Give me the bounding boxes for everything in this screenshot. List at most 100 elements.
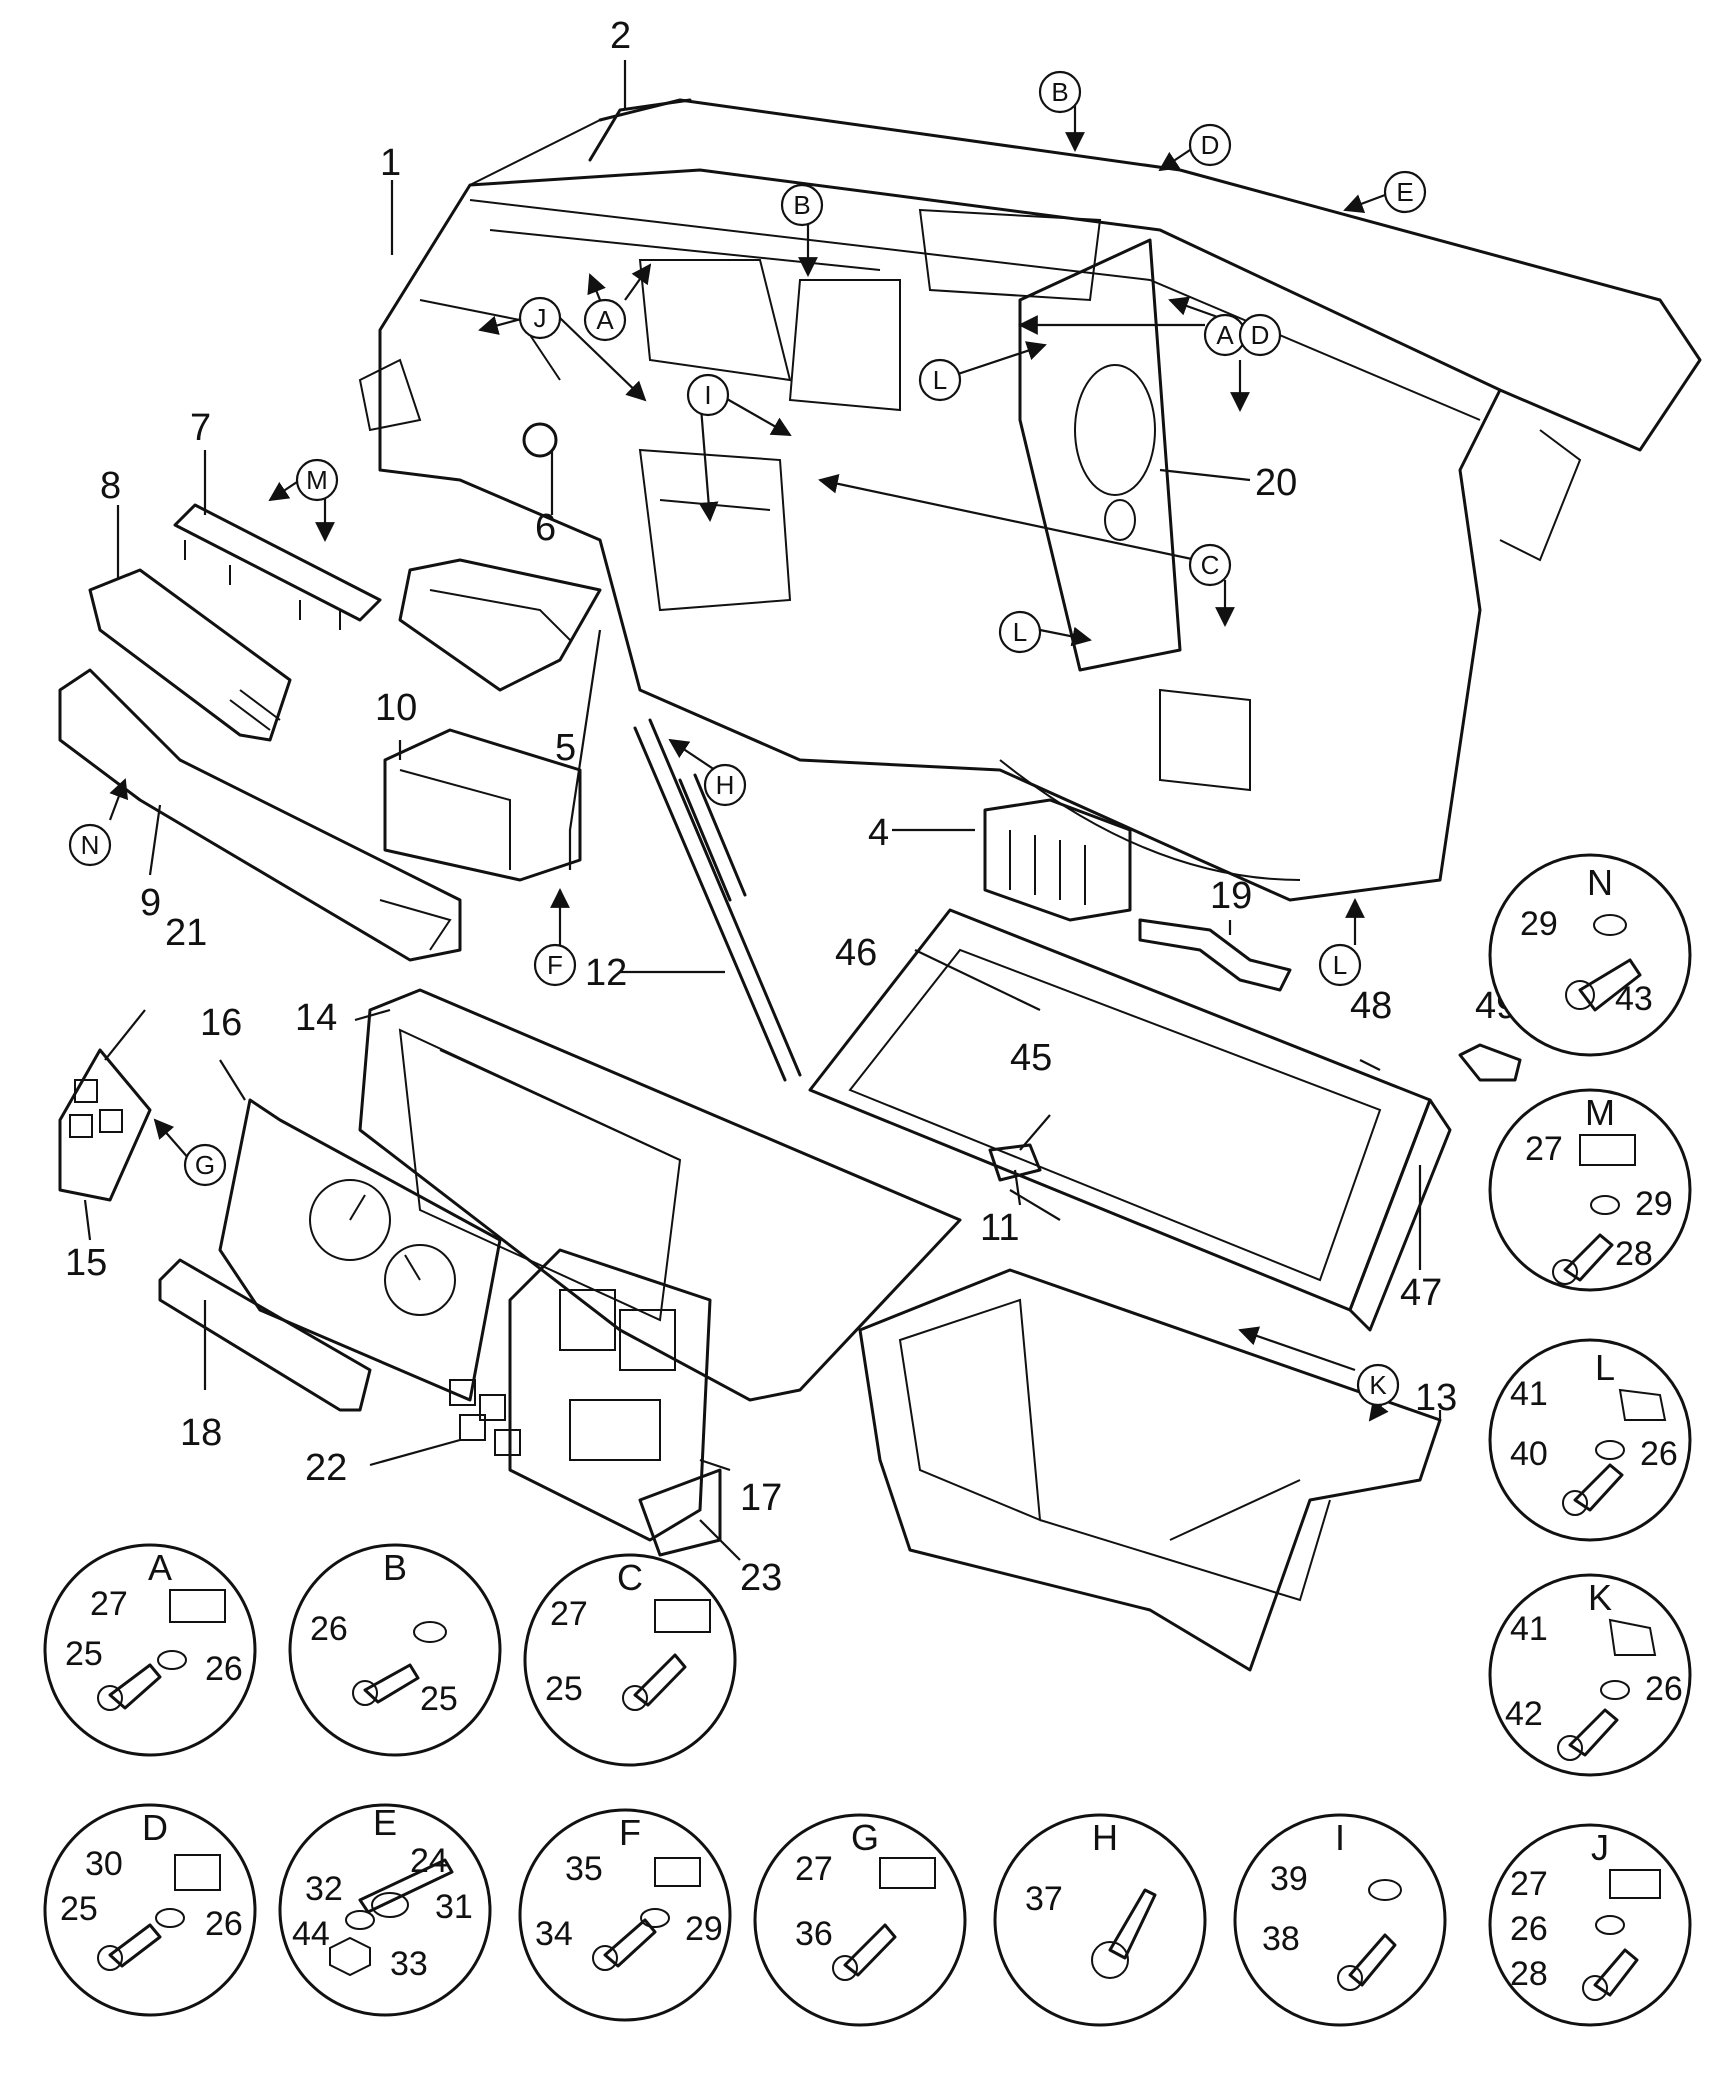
svg-text:J: J [1591, 1827, 1609, 1868]
svg-text:25: 25 [420, 1680, 458, 1718]
callout-2: 2 [610, 15, 631, 57]
part-9-lower-trim [58, 668, 462, 962]
detail-B: B 26 25 [288, 1543, 502, 1757]
detail-L: L 41 40 26 [1488, 1338, 1692, 1542]
part-10-pocket [383, 728, 582, 882]
letter-callouts: B D E B A D A J I L L C M H N F G L K [68, 70, 1427, 1407]
part-19-bracket [1138, 918, 1292, 992]
part-6-knob [522, 422, 558, 458]
callout-16: 16 [200, 1002, 242, 1044]
callout-9: 9 [140, 882, 161, 924]
svg-text:27: 27 [1525, 1130, 1563, 1168]
svg-text:J: J [534, 303, 547, 333]
svg-text:D: D [1201, 130, 1220, 160]
callout-6: 6 [535, 507, 556, 549]
svg-text:L: L [933, 365, 947, 395]
svg-text:25: 25 [65, 1635, 103, 1673]
letter-callout-L: L [918, 358, 962, 402]
svg-text:43: 43 [1615, 980, 1653, 1018]
callout-14: 14 [295, 997, 337, 1039]
detail-A: A 27 25 26 [43, 1543, 257, 1757]
part-23-bracket [638, 1468, 722, 1557]
letter-callout-D: D [1188, 123, 1232, 167]
dashboard-panel [358, 98, 1702, 902]
svg-text:28: 28 [1510, 1955, 1548, 1993]
svg-text:25: 25 [60, 1890, 98, 1928]
svg-text:34: 34 [535, 1915, 573, 1953]
svg-text:B: B [1051, 77, 1068, 107]
callout-22: 22 [305, 1447, 347, 1489]
svg-text:M: M [306, 465, 328, 495]
callout-11: 11 [980, 1207, 1019, 1249]
svg-text:39: 39 [1270, 1860, 1308, 1898]
letter-callout-I: I [686, 373, 730, 417]
svg-text:28: 28 [1615, 1235, 1653, 1273]
svg-text:29: 29 [1635, 1185, 1673, 1223]
svg-text:38: 38 [1262, 1920, 1300, 1958]
svg-text:K: K [1588, 1577, 1612, 1618]
letter-callout-B: B [780, 183, 824, 227]
letter-callout-A: A [583, 298, 627, 342]
svg-text:29: 29 [1520, 905, 1558, 943]
letter-callout-L: L [1318, 943, 1362, 987]
part-5-ashtray [398, 558, 602, 692]
svg-text:M: M [1585, 1092, 1615, 1133]
svg-text:K: K [1369, 1370, 1387, 1400]
part-46-glovebox-lid [808, 908, 1452, 1332]
letter-callout-E: E [1383, 170, 1427, 214]
svg-text:29: 29 [685, 1910, 723, 1948]
letter-callout-L: L [998, 610, 1042, 654]
detail-F: F 35 34 29 [518, 1808, 732, 2022]
svg-text:N: N [1587, 862, 1613, 903]
part-15-switch-panel [58, 1048, 152, 1202]
svg-text:37: 37 [1025, 1880, 1063, 1918]
svg-text:42: 42 [1505, 1695, 1543, 1733]
part-7-bracket-strip [173, 503, 382, 630]
part-4-air-vent [983, 798, 1132, 922]
svg-text:26: 26 [1640, 1435, 1678, 1473]
svg-text:40: 40 [1510, 1435, 1548, 1473]
callout-19: 19 [1210, 875, 1252, 917]
detail-G: G 27 36 [753, 1813, 967, 2027]
leader-lines [83, 60, 1442, 1561]
callout-18: 18 [180, 1412, 222, 1454]
svg-text:L: L [1595, 1347, 1615, 1388]
svg-text:26: 26 [205, 1650, 243, 1688]
svg-text:36: 36 [795, 1915, 833, 1953]
svg-text:D: D [142, 1807, 168, 1848]
detail-K: K 41 26 42 [1488, 1573, 1692, 1777]
part-12-gas-strut [633, 718, 802, 1082]
letter-callout-D: D [1238, 313, 1282, 357]
callout-5: 5 [555, 727, 576, 769]
letter-callout-B: B [1038, 70, 1082, 114]
part-number-labels: 2 1 7 8 6 5 10 9 12 4 19 46 45 48 49 11 … [65, 15, 1517, 1599]
part-49-clip [1458, 1043, 1522, 1082]
callout-20: 20 [1255, 462, 1297, 504]
svg-text:26: 26 [1510, 1910, 1548, 1948]
svg-text:26: 26 [310, 1610, 348, 1648]
callout-12: 12 [585, 952, 627, 994]
svg-text:H: H [1092, 1817, 1118, 1858]
part-16-instrument-cluster [218, 1098, 502, 1402]
svg-text:27: 27 [795, 1850, 833, 1888]
svg-text:35: 35 [565, 1850, 603, 1888]
detail-N: N 29 43 [1488, 853, 1692, 1057]
svg-text:D: D [1251, 320, 1270, 350]
callout-13: 13 [1415, 1377, 1457, 1419]
svg-text:A: A [148, 1547, 172, 1588]
svg-text:I: I [704, 380, 711, 410]
letter-arrows [108, 105, 1389, 1422]
svg-text:G: G [195, 1150, 215, 1180]
svg-text:F: F [547, 950, 563, 980]
svg-text:C: C [617, 1557, 643, 1598]
svg-text:G: G [851, 1817, 879, 1858]
svg-text:E: E [373, 1802, 397, 1843]
svg-text:I: I [1335, 1817, 1345, 1858]
callout-47: 47 [1400, 1272, 1442, 1314]
callout-21: 21 [165, 912, 207, 954]
svg-text:33: 33 [390, 1945, 428, 1983]
callout-1: 1 [380, 142, 401, 184]
part-13-glovebox [858, 1268, 1442, 1672]
letter-callout-G: G [183, 1143, 227, 1187]
